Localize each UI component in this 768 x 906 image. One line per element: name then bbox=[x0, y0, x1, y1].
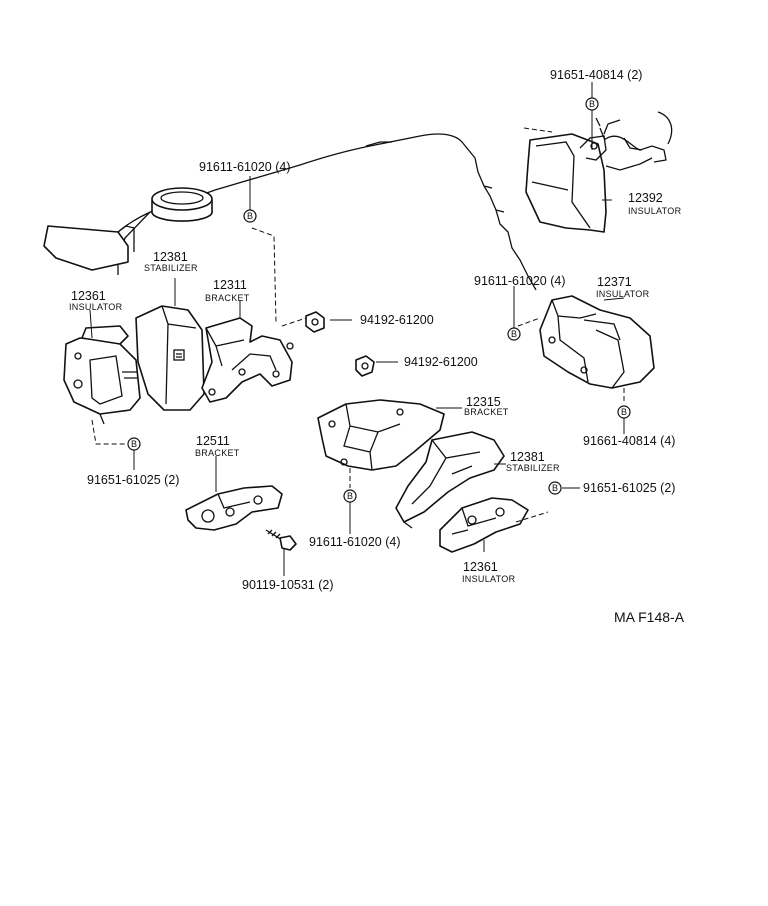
callout-part-name: INSULATOR bbox=[69, 302, 123, 312]
svg-text:B: B bbox=[511, 329, 517, 339]
callout-part-number: 91651-61025 (2) bbox=[583, 481, 675, 495]
callout-part-name: BRACKET bbox=[464, 407, 509, 417]
bolt-marker: B bbox=[548, 481, 562, 495]
insulator-12361-left bbox=[63, 325, 141, 425]
bolt-marker: B bbox=[507, 327, 521, 341]
intake-pipe bbox=[43, 225, 135, 271]
svg-text:B: B bbox=[131, 439, 137, 449]
nut-94192-upper bbox=[305, 311, 325, 333]
insulator-12371 bbox=[539, 295, 655, 389]
svg-text:B: B bbox=[621, 407, 627, 417]
callout-part-name: INSULATOR bbox=[628, 206, 682, 216]
callout-part-number: 91651-40814 (2) bbox=[550, 68, 642, 82]
callout-part-number: 12311 bbox=[213, 278, 247, 292]
callout-part-number: 12392 bbox=[628, 191, 663, 205]
callout-part-number: 94192-61200 bbox=[404, 355, 478, 369]
nut-94192-middle bbox=[355, 355, 375, 377]
callout-part-number: 12315 bbox=[466, 395, 501, 409]
bolt-markers: B B B B B B B bbox=[127, 97, 631, 503]
callout-part-number: 12511 bbox=[196, 434, 230, 448]
figure-code: MA F148-A bbox=[614, 609, 685, 625]
bolt-marker: B bbox=[127, 437, 141, 451]
callout-part-number: 91611-61020 (4) bbox=[309, 535, 401, 549]
callout-part-number: 12361 bbox=[71, 289, 106, 303]
callout-part-number: 12371 bbox=[597, 275, 632, 289]
filler-cap bbox=[117, 187, 213, 275]
insulator-12392 bbox=[525, 111, 673, 233]
bracket-12511 bbox=[185, 485, 283, 531]
stabilizer-12381-left bbox=[135, 305, 205, 411]
callout-part-number: 12381 bbox=[153, 250, 188, 264]
callout-part-number: 90119-10531 (2) bbox=[242, 578, 334, 592]
callout-part-name: BRACKET bbox=[195, 448, 240, 458]
callout-part-number: 91611-61020 (4) bbox=[474, 274, 566, 288]
callout-part-name: INSULATOR bbox=[462, 574, 516, 584]
insulator-12361-right bbox=[439, 497, 529, 553]
dashed-leaders bbox=[91, 127, 625, 523]
callout-part-number: 94192-61200 bbox=[360, 313, 434, 327]
callout-part-name: STABILIZER bbox=[144, 263, 198, 273]
leader-lines bbox=[89, 82, 625, 576]
svg-text:B: B bbox=[552, 483, 558, 493]
bolt-marker: B bbox=[243, 209, 257, 223]
bolt-marker: B bbox=[343, 489, 357, 503]
callout-part-name: INSULATOR bbox=[596, 289, 650, 299]
svg-text:B: B bbox=[247, 211, 253, 221]
bolt-marker: B bbox=[585, 97, 599, 111]
callout-part-number: 91611-61020 (4) bbox=[199, 160, 291, 174]
callout-part-name: STABILIZER bbox=[506, 463, 560, 473]
stabilizer-12381-center bbox=[395, 431, 505, 529]
callouts: 91651-40814 (2) 91611-61020 (4) 12392 IN… bbox=[69, 68, 685, 625]
bracket-12311 bbox=[201, 317, 294, 403]
bolt-marker: B bbox=[617, 405, 631, 419]
bolt-90119 bbox=[265, 529, 297, 551]
callout-part-number: 91661-40814 (4) bbox=[583, 434, 675, 448]
callout-part-number: 12361 bbox=[463, 560, 498, 574]
callout-part-number: 12381 bbox=[510, 450, 545, 464]
svg-text:B: B bbox=[589, 99, 595, 109]
svg-text:B: B bbox=[347, 491, 353, 501]
callout-part-number: 91651-61025 (2) bbox=[87, 473, 179, 487]
bracket-12315 bbox=[317, 399, 445, 471]
callout-part-name: BRACKET bbox=[205, 293, 250, 303]
